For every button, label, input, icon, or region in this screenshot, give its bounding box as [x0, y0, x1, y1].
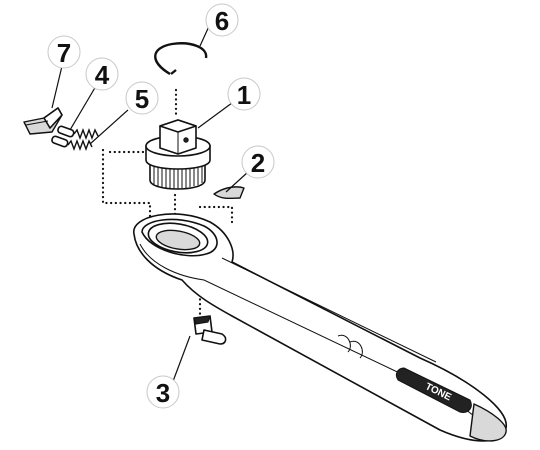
pin-spring-part-lower — [51, 135, 93, 151]
callout-5-label: 5 — [135, 84, 149, 114]
callout-1: 1 — [227, 77, 261, 111]
callout-3: 3 — [146, 375, 180, 409]
snap-ring-part — [154, 42, 208, 76]
callout-6: 6 — [205, 3, 239, 37]
callout-7: 7 — [47, 35, 81, 69]
ratchet-handle: TONE — [133, 213, 507, 442]
pawl-part — [23, 107, 63, 135]
callout-1-label: 1 — [237, 80, 251, 110]
callout-7-label: 7 — [57, 38, 71, 68]
pin-spring-part-upper — [57, 125, 99, 140]
cover-plate-part — [213, 186, 245, 200]
callout-2: 2 — [241, 145, 275, 179]
callout-3-label: 3 — [156, 378, 170, 408]
direction-lever-part — [193, 315, 227, 345]
callout-leader-lines — [51, 23, 249, 385]
callout-6-label: 6 — [215, 6, 229, 36]
callout-2-label: 2 — [251, 148, 265, 178]
drive-gear-part — [145, 119, 211, 190]
callout-5: 5 — [125, 81, 159, 115]
callout-4: 4 — [85, 57, 119, 91]
callout-4-label: 4 — [95, 60, 110, 90]
